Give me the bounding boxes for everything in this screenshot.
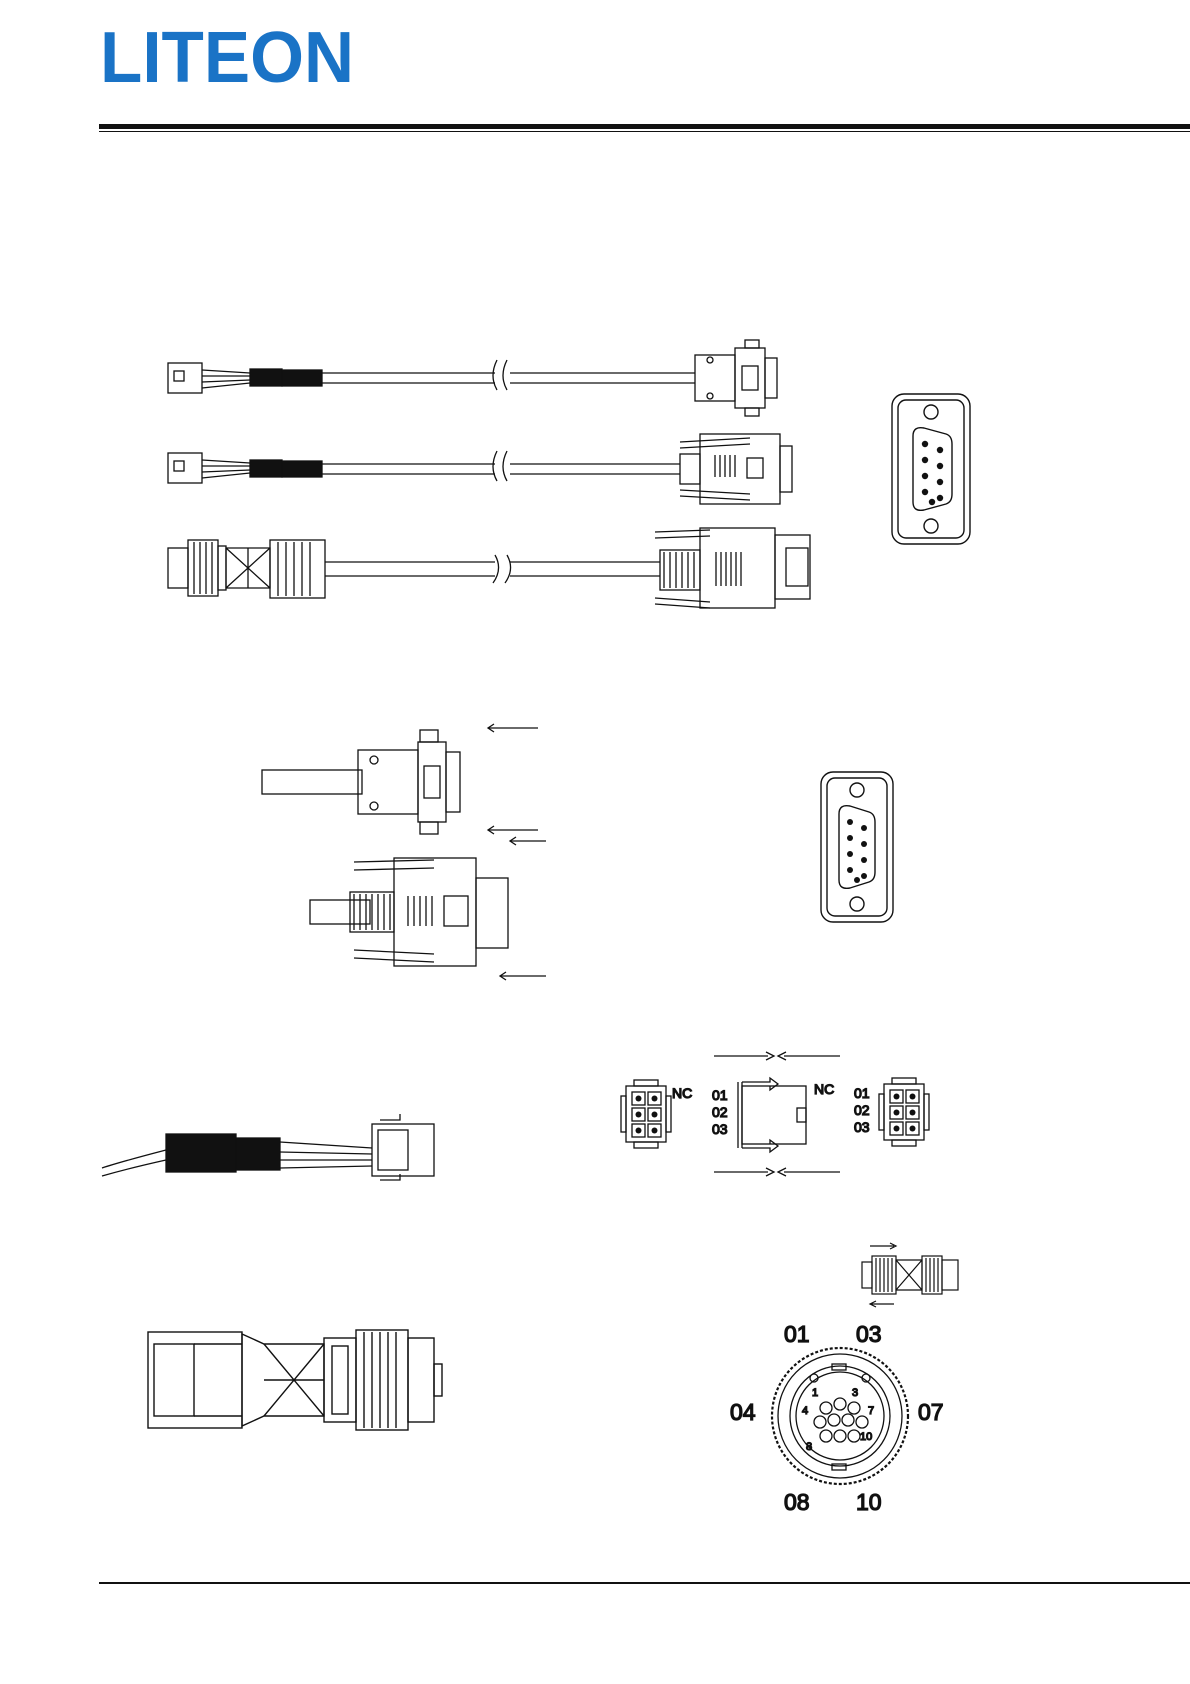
company-logo: LITEON <box>100 22 360 90</box>
label-03: 03 <box>856 1321 882 1347</box>
label-04: 04 <box>730 1399 756 1425</box>
right-pin-01: 01 <box>854 1085 870 1101</box>
left-pin-01: 01 <box>712 1087 728 1103</box>
pin-3: 3 <box>852 1387 858 1399</box>
svg-text:LITEON: LITEON <box>100 22 354 90</box>
right-pin-02: 02 <box>854 1102 870 1118</box>
circular-plug-side-view <box>146 1320 446 1440</box>
left-nc-label: NC <box>672 1085 692 1101</box>
left-pin-03: 03 <box>712 1121 728 1137</box>
small-circular-connector <box>860 1242 980 1308</box>
dsub-face-1 <box>888 390 978 550</box>
pin-7: 7 <box>868 1405 874 1417</box>
right-nc-label: NC <box>814 1081 834 1097</box>
pin-1: 1 <box>812 1387 818 1399</box>
label-08: 08 <box>784 1489 810 1515</box>
center-header-body <box>714 1052 840 1176</box>
header-rule-thin <box>99 131 1190 132</box>
pin-10: 10 <box>860 1431 872 1443</box>
label-10: 10 <box>856 1489 882 1515</box>
circular-connector-face: 01 03 04 07 08 10 1 3 4 7 8 10 <box>728 1316 958 1526</box>
cable-2 <box>168 434 792 504</box>
header-rule <box>99 124 1190 129</box>
header-connector-pinout: NC 01 02 03 NC 01 02 03 <box>620 1052 940 1182</box>
cable-assemblies-diagram <box>150 330 800 650</box>
pin-8: 8 <box>806 1441 812 1453</box>
cable-3 <box>168 528 810 608</box>
left-pin-02: 02 <box>712 1104 728 1120</box>
label-01: 01 <box>784 1321 810 1347</box>
right-header-face <box>879 1078 929 1146</box>
dsub-plugs-diagram <box>258 720 558 990</box>
footer-rule <box>99 1582 1190 1584</box>
left-header-face <box>621 1080 671 1148</box>
power-cable-end <box>100 1112 450 1182</box>
label-07: 07 <box>918 1399 944 1425</box>
pin-4: 4 <box>802 1405 808 1417</box>
dsub-face-2 <box>817 768 897 928</box>
cable-1 <box>168 340 777 416</box>
right-pin-03: 03 <box>854 1119 870 1135</box>
